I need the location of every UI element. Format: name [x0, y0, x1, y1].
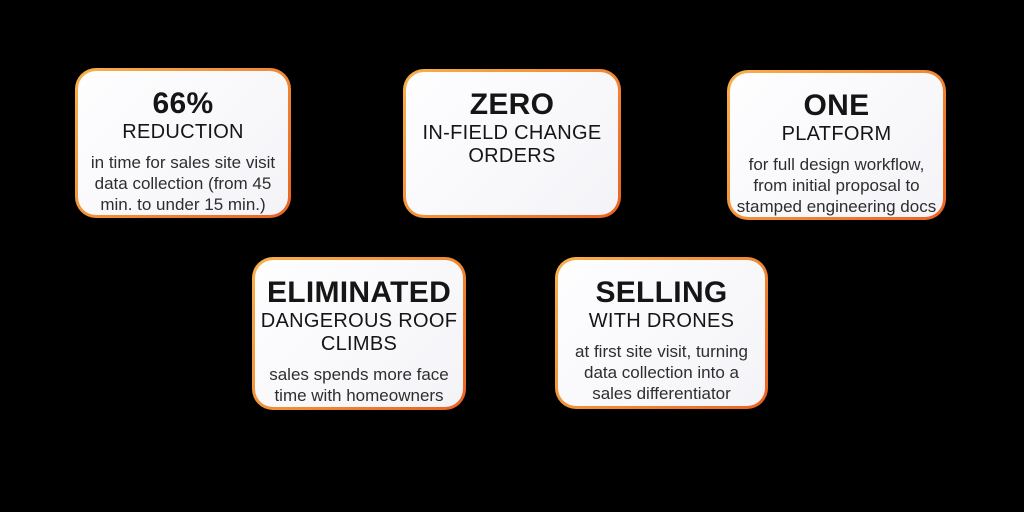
stat-headline: ONE: [803, 89, 870, 122]
stat-card-one-platform: ONE PLATFORM for full design workflow, f…: [727, 70, 946, 220]
stat-description: sales spends more face time with homeown…: [269, 365, 449, 406]
stat-card-selling-with-drones: SELLING WITH DRONES at first site visit,…: [555, 257, 768, 409]
stat-subhead: DANGEROUS ROOF CLIMBS: [260, 310, 458, 356]
stat-card-surface: SELLING WITH DRONES at first site visit,…: [558, 260, 765, 406]
stat-subhead: WITH DRONES: [588, 310, 735, 333]
stat-subhead: IN-FIELD CHANGE ORDERS: [422, 122, 602, 168]
stat-card-66-reduction: 66% REDUCTION in time for sales site vis…: [75, 68, 291, 218]
stat-card-surface: ZERO IN-FIELD CHANGE ORDERS: [406, 72, 618, 215]
stat-card-zero-change-orders: ZERO IN-FIELD CHANGE ORDERS: [403, 69, 621, 218]
stat-card-surface: ELIMINATED DANGEROUS ROOF CLIMBS sales s…: [255, 260, 463, 407]
stat-headline: ZERO: [469, 88, 555, 121]
stat-subhead: PLATFORM: [781, 123, 892, 146]
stat-description: in time for sales site visit data collec…: [90, 153, 276, 214]
stat-headline: 66%: [152, 87, 214, 120]
stat-description: at first site visit, turning data collec…: [575, 342, 748, 403]
stat-description: for full design workflow, from initial p…: [736, 155, 937, 216]
stat-card-surface: 66% REDUCTION in time for sales site vis…: [78, 71, 288, 215]
stat-subhead: REDUCTION: [122, 121, 244, 144]
stat-card-eliminated-roof-climbs: ELIMINATED DANGEROUS ROOF CLIMBS sales s…: [252, 257, 466, 410]
stat-headline: SELLING: [595, 276, 728, 309]
stat-headline: ELIMINATED: [266, 276, 452, 309]
stat-card-surface: ONE PLATFORM for full design workflow, f…: [730, 73, 943, 217]
